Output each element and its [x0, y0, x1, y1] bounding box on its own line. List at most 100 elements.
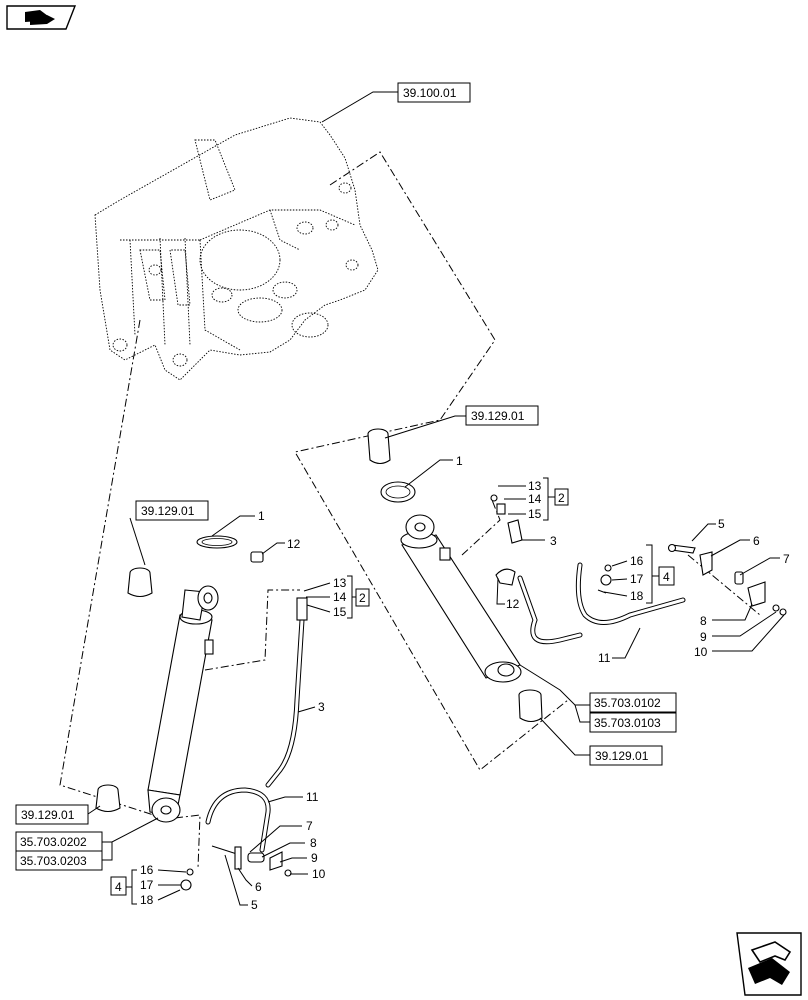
svg-text:6: 6: [255, 880, 262, 894]
callout-left-group-4[interactable]: 4 16 17 18: [110, 863, 187, 907]
left-hose-11: [205, 787, 271, 853]
svg-text:17: 17: [140, 878, 154, 892]
callout-left-6[interactable]: 6: [237, 867, 262, 894]
svg-text:17: 17: [630, 572, 644, 586]
callout-left-3[interactable]: 3: [297, 700, 325, 714]
svg-text:9: 9: [700, 630, 707, 644]
centerline-left-frame: [59, 319, 164, 819]
ref-left-assemblies[interactable]: 35.703.0202 35.703.0203: [15, 817, 159, 871]
left-bushing-bottom: [95, 784, 121, 813]
right-bushing-top: [367, 428, 391, 465]
centerline-left-ports: [204, 589, 300, 671]
callout-left-12[interactable]: 12: [261, 537, 301, 555]
right-cylinder: [400, 514, 522, 683]
right-fittings-16-18: [597, 564, 612, 594]
svg-text:8: 8: [700, 614, 707, 628]
ref-right-bottom[interactable]: 39.129.01: [539, 717, 663, 766]
svg-text:3: 3: [318, 700, 325, 714]
svg-text:10: 10: [312, 867, 326, 881]
right-cap-12: [495, 568, 516, 586]
callout-right-group-2[interactable]: 13 14 15 2: [498, 477, 569, 521]
svg-text:14: 14: [528, 492, 542, 506]
left-cylinder: [147, 585, 219, 823]
svg-text:11: 11: [598, 651, 611, 665]
ref-left-bottom[interactable]: 39.129.01: [15, 804, 101, 825]
ref-right-top-label: 39.129.01: [471, 409, 525, 423]
right-bushing-bottom: [518, 689, 543, 723]
svg-text:11: 11: [306, 790, 319, 804]
ref-right-bottom-label: 39.129.01: [595, 749, 649, 763]
right-bracket-parts: [667, 543, 787, 616]
svg-text:16: 16: [140, 863, 154, 877]
callout-right-1[interactable]: 1: [404, 454, 463, 488]
svg-text:10: 10: [694, 645, 708, 659]
callout-left-7[interactable]: 7: [249, 819, 313, 853]
loader-frame-drawing: [94, 117, 379, 381]
svg-text:12: 12: [287, 537, 301, 551]
callout-left-5[interactable]: 5: [224, 854, 258, 912]
svg-text:1: 1: [456, 454, 463, 468]
ref-right-asm-2-label: 35.703.0103: [594, 716, 661, 730]
callout-right-8[interactable]: 8: [700, 603, 753, 628]
centerline-left-bottom: [174, 814, 201, 869]
left-cap-12: [250, 551, 264, 563]
ref-right-assemblies[interactable]: 35.703.0102 35.703.0103: [519, 664, 677, 733]
svg-text:3: 3: [550, 534, 557, 548]
callout-left-9[interactable]: 9: [279, 851, 318, 865]
ref-left-asm-2-label: 35.703.0203: [20, 854, 87, 868]
callout-right-5[interactable]: 5: [691, 517, 725, 542]
ref-left-top[interactable]: 39.129.01: [129, 500, 209, 566]
left-bushing-top: [127, 567, 153, 598]
callout-right-6[interactable]: 6: [710, 534, 760, 557]
svg-text:18: 18: [630, 589, 644, 603]
callout-right-12[interactable]: 12: [496, 577, 520, 611]
nav-next-icon[interactable]: [736, 932, 802, 996]
kit-4-left: 4: [115, 880, 122, 894]
ref-left-bottom-label: 39.129.01: [21, 808, 75, 822]
centerline-right-frame: [294, 151, 569, 771]
svg-text:5: 5: [718, 517, 725, 531]
left-clamp-ring: [196, 535, 238, 549]
ref-top-frame[interactable]: 39.100.01: [321, 82, 471, 123]
ref-right-asm-1-label: 35.703.0102: [594, 696, 661, 710]
callout-right-3[interactable]: 3: [521, 534, 557, 548]
svg-text:13: 13: [528, 479, 542, 493]
callout-right-10[interactable]: 10: [694, 614, 785, 659]
callout-left-group-2[interactable]: 13 14 15 2: [303, 575, 370, 619]
callout-right-9[interactable]: 9: [700, 611, 777, 644]
callout-left-1[interactable]: 1: [211, 509, 265, 537]
svg-text:14: 14: [333, 590, 347, 604]
nav-back-icon[interactable]: [6, 5, 77, 30]
svg-text:16: 16: [630, 554, 644, 568]
kit-4-right: 4: [663, 570, 670, 584]
callout-right-7[interactable]: 7: [739, 552, 790, 576]
kit-2-left: 2: [359, 591, 366, 605]
ref-left-asm-1-label: 35.703.0202: [20, 835, 87, 849]
ref-left-top-label: 39.129.01: [141, 504, 195, 518]
left-hose-3: [265, 597, 308, 788]
left-small-parts: [180, 845, 292, 891]
ref-right-top[interactable]: 39.129.01: [384, 405, 539, 439]
callout-left-10[interactable]: 10: [290, 867, 326, 881]
right-clamp-ring: [380, 481, 416, 503]
kit-2-right: 2: [558, 491, 565, 505]
svg-text:9: 9: [311, 851, 318, 865]
svg-text:12: 12: [506, 597, 520, 611]
centerline-right-brackets: [687, 554, 761, 616]
right-fittings-13-15: [490, 494, 523, 544]
svg-text:18: 18: [140, 893, 154, 907]
svg-text:8: 8: [310, 836, 317, 850]
ref-top-frame-label: 39.100.01: [403, 86, 457, 100]
callout-right-group-4[interactable]: 16 17 18 4: [603, 544, 675, 604]
callout-right-11[interactable]: 11: [598, 627, 641, 665]
callout-left-8[interactable]: 8: [261, 836, 317, 858]
svg-text:13: 13: [333, 576, 347, 590]
svg-text:5: 5: [251, 898, 258, 912]
right-hose-11: [517, 562, 686, 645]
svg-text:15: 15: [528, 507, 542, 521]
svg-text:7: 7: [306, 819, 313, 833]
callout-left-11[interactable]: 11: [267, 790, 319, 804]
centerline-right-ports: [461, 499, 501, 556]
